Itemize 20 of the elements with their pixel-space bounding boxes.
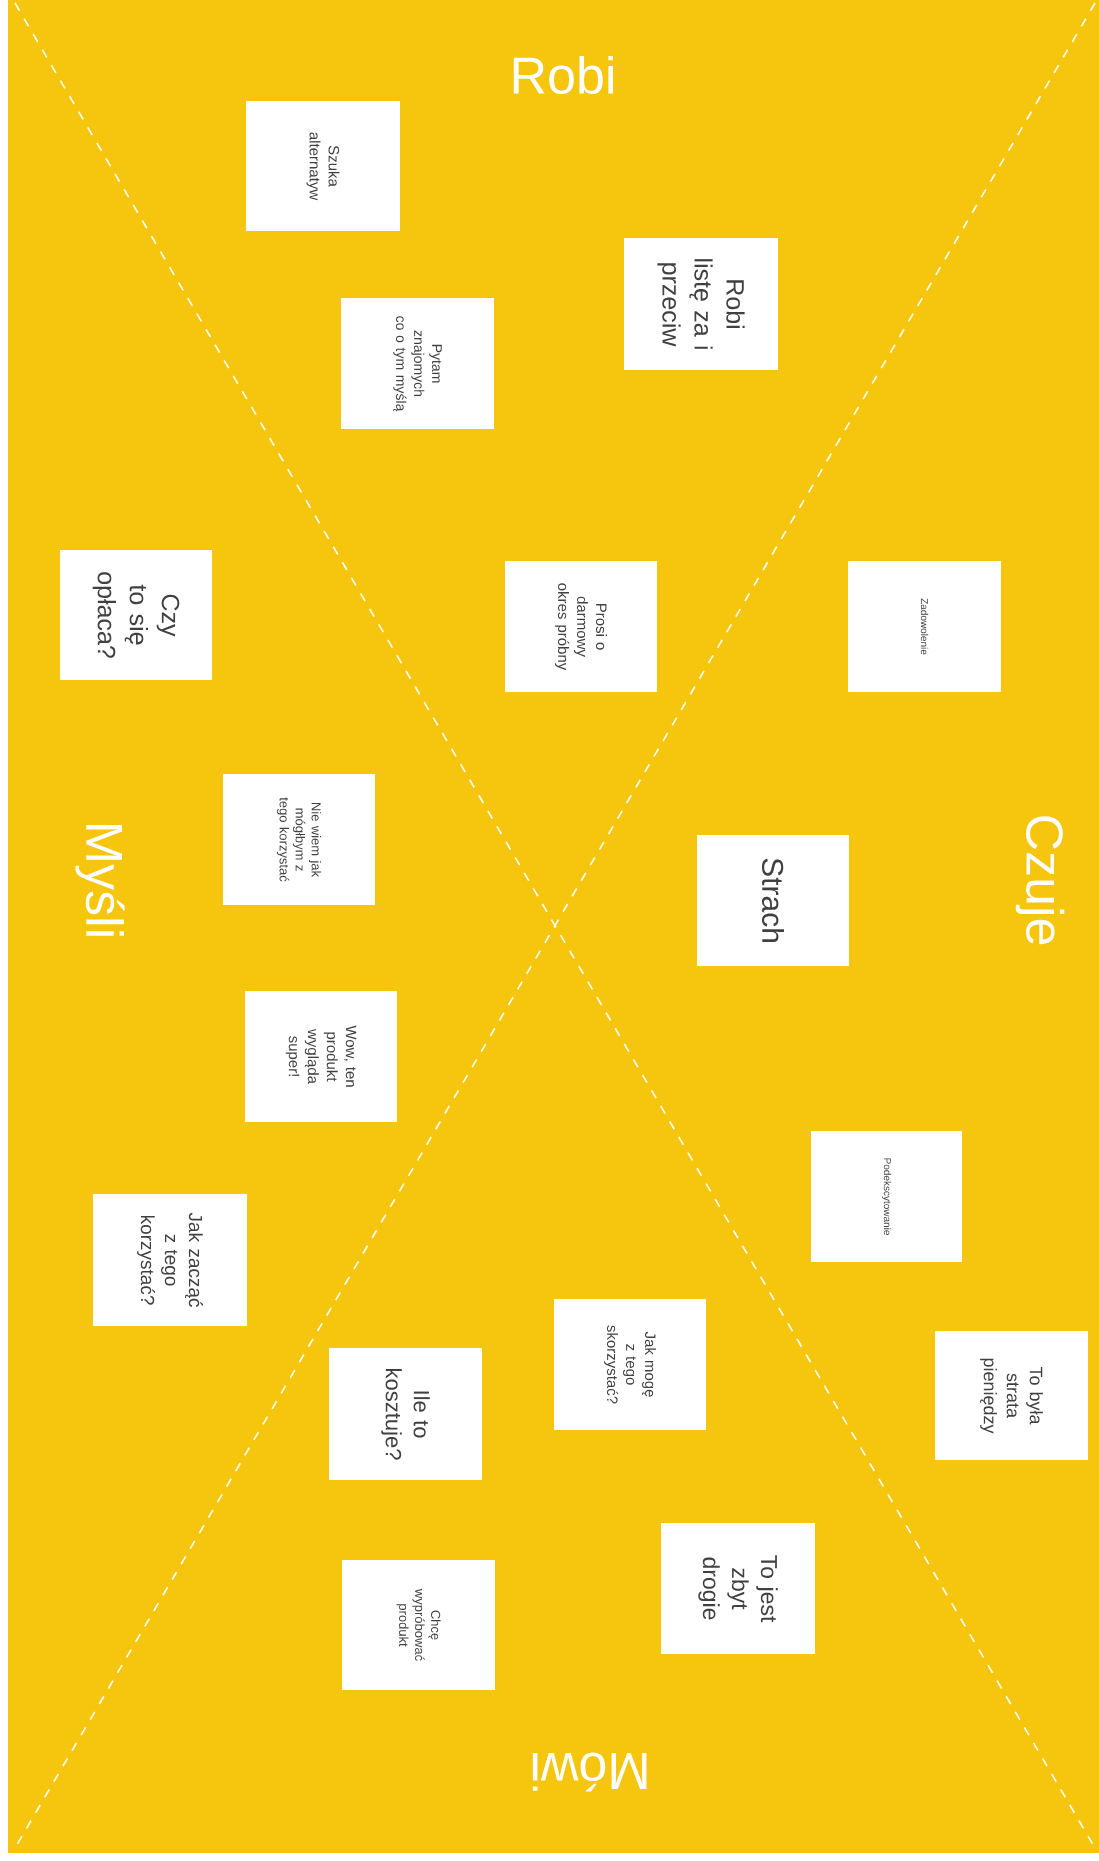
sticky-note: To była strata pieniędzy: [935, 1331, 1088, 1460]
sticky-note: Wow, ten produkt wygląda super!: [245, 991, 397, 1122]
quadrant-title: Myśli: [75, 825, 125, 936]
sticky-note: Pytam znajomych co o tym myślą: [341, 298, 494, 429]
quadrant-title: Czuje: [1015, 816, 1065, 945]
sticky-note: Prosi o darmowy okres próbny: [505, 561, 657, 692]
sticky-note: Chcę wypróbować produkt: [342, 1560, 495, 1690]
sticky-note: Czy to się opłaca?: [60, 550, 212, 680]
quadrant-title: Mówi: [532, 1752, 647, 1792]
sticky-note: Nie wiem jak mógłbym z tego korzystać: [223, 774, 375, 905]
sticky-note: Strach: [697, 835, 849, 966]
sticky-note: Jak zacząć z tego korzystać?: [93, 1194, 247, 1326]
sticky-note: Robi listę za i przeciw: [624, 238, 778, 370]
sticky-note: Podekscytowanie: [811, 1131, 962, 1262]
sticky-note: Szuka alternatyw: [246, 101, 400, 231]
sticky-note: Zadowolenie: [848, 561, 1001, 692]
sticky-note: Jak mogę z tego skorzystać?: [554, 1299, 706, 1430]
quadrant-title: Robi: [513, 55, 613, 95]
sticky-note: To jest zbyt drogie: [661, 1523, 815, 1654]
sticky-note: Ile to kosztuje?: [329, 1348, 482, 1480]
